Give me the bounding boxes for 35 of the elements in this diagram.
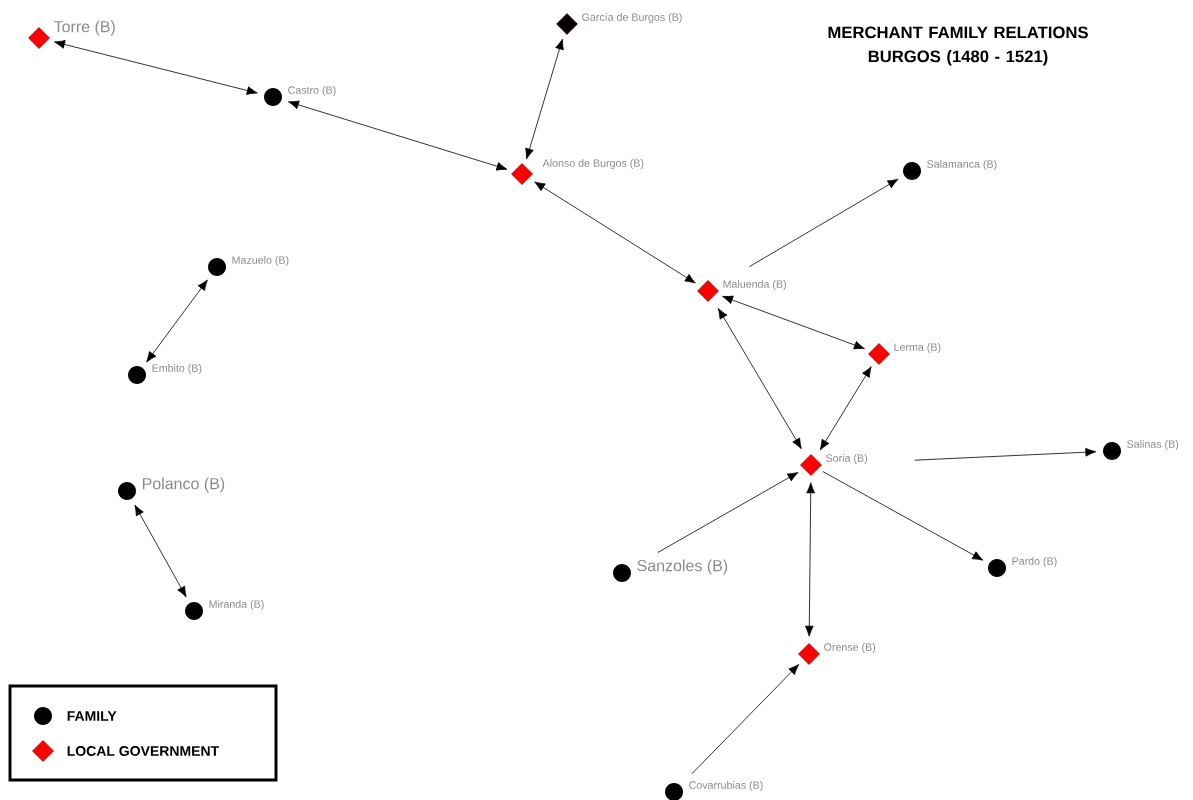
node-label: Embito (B) [152,364,202,374]
node-label: Salamanca (B) [927,160,997,170]
title: MERCHANT FAMILY RELATIONS BURGOS (1480 - 1521) [828,26,1088,66]
node-label: Mazuelo (B) [232,256,289,266]
arrow [657,472,799,553]
node-label: Soria (B) [826,454,867,464]
arrow [914,447,1097,461]
arrow [691,664,800,775]
legend-label: LOCAL GOVERNMENT [67,746,219,756]
node-label: Pardo (B) [1012,557,1057,567]
legend-label: FAMILY [67,711,117,721]
node-label: Castro (B) [288,86,336,96]
node-label: García de Burgos (B) [582,12,682,24]
node-label: Miranda (B) [209,600,264,610]
node-label: Torre (B) [53,20,115,36]
arrow [749,178,899,268]
node-label: Sanzoles (B) [637,559,728,575]
arrow [717,308,802,450]
node-label: Salinas (B) [1127,440,1179,450]
node-label: Alonso de Burgos (B) [542,159,644,169]
arrow [534,181,696,284]
arrow [54,40,258,95]
arrow [822,471,984,561]
node-label: Lerma (B) [894,343,941,353]
arrow [525,38,564,160]
arrow [804,482,816,637]
node-label: Polanco (B) [142,477,225,493]
node-label: Covarrubias (B) [689,781,763,791]
arrow [146,279,208,363]
arrow [288,100,508,171]
arrow [134,504,187,598]
node-label: Maluenda (B) [723,280,786,290]
arrow [819,366,872,451]
arrow [722,295,865,350]
node-label: Orense (B) [824,643,876,653]
